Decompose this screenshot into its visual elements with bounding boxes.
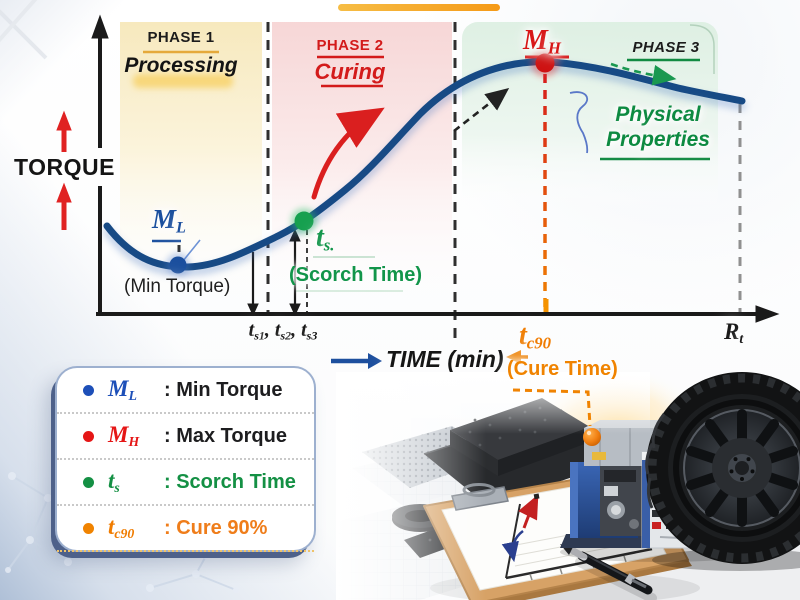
product-scene xyxy=(336,366,800,600)
scorch-dot xyxy=(294,211,314,231)
approach-max-arrow xyxy=(453,88,510,133)
scorch-time-caption: (Scorch Time) xyxy=(289,264,422,286)
corner-decoration-topleft xyxy=(0,0,48,60)
legend-box: ML : Min Torque MH : Max Torque ts : Sco… xyxy=(55,366,316,552)
torque-axis-label: TORQUE xyxy=(14,154,115,180)
time-axis-label: TIME (min) xyxy=(386,346,504,372)
legend-symbol: ML xyxy=(108,376,137,403)
torque-axis xyxy=(91,14,109,314)
time-direction-arrow xyxy=(331,353,382,369)
cure-curve xyxy=(103,58,746,271)
legend-row-scorch-time: ts : Scorch Time xyxy=(57,460,314,506)
end-time-label: Rt xyxy=(724,319,744,346)
pen xyxy=(560,544,657,600)
curing-rise-arrow xyxy=(311,107,385,200)
orange-ball xyxy=(583,428,601,446)
phase1-sublabel: Processing xyxy=(124,54,238,77)
phase3-label: PHASE 3 xyxy=(632,39,700,56)
processing-highlight xyxy=(133,74,233,88)
legend-desc: : Min Torque xyxy=(164,378,283,401)
title-underline-bar xyxy=(338,4,500,11)
cure-time-connector xyxy=(512,388,592,427)
torque-direction-arrows xyxy=(56,110,72,230)
phase2-sublabel: Curing xyxy=(314,59,386,84)
legend-desc: : Cure 90% xyxy=(164,516,268,539)
max-torque-dot xyxy=(535,53,555,73)
min-torque-dot xyxy=(169,256,187,274)
time-axis xyxy=(96,305,780,323)
orange-dot-icon xyxy=(83,522,94,534)
legend-row-min-torque: ML : Min Torque xyxy=(57,368,314,414)
legend-desc: : Scorch Time xyxy=(164,470,296,493)
physical-properties-label: Physical Properties xyxy=(606,103,710,151)
phase2-label: PHASE 2 xyxy=(316,37,384,54)
reversion-arrow xyxy=(610,62,677,86)
phase1-label: PHASE 1 xyxy=(147,29,215,46)
legend-symbol: MH xyxy=(108,422,140,449)
min-torque-caption: (Min Torque) xyxy=(124,276,231,297)
max-torque-label: MH xyxy=(523,25,561,58)
phase2-panel xyxy=(272,22,452,310)
cure-time-label: tc90 xyxy=(519,320,552,353)
green-dot-icon xyxy=(83,476,94,488)
legend-row-cure-90: tc90 : Cure 90% xyxy=(57,506,314,552)
phase1-panel xyxy=(120,22,262,310)
legend-symbol: ts xyxy=(108,468,120,495)
cure-time-caption: (Cure Time) xyxy=(507,358,618,380)
blue-dot-icon xyxy=(83,384,94,396)
min-torque-label: ML xyxy=(152,204,186,237)
legend-row-max-torque: MH : Max Torque xyxy=(57,414,314,460)
tire xyxy=(645,372,800,571)
scorch-tick-labels: ts1, ts2, ts3 xyxy=(248,319,318,343)
cure-time-pointer-arrow xyxy=(506,350,528,364)
physical-properties-leader xyxy=(569,91,589,154)
legend-symbol: tc90 xyxy=(108,514,135,541)
scorch-drop-arrows xyxy=(247,228,301,317)
red-dot-icon xyxy=(83,430,94,442)
scorch-time-label: ts. xyxy=(316,222,335,255)
legend-desc: : Max Torque xyxy=(164,424,287,447)
phase3-corner-line xyxy=(689,24,715,74)
